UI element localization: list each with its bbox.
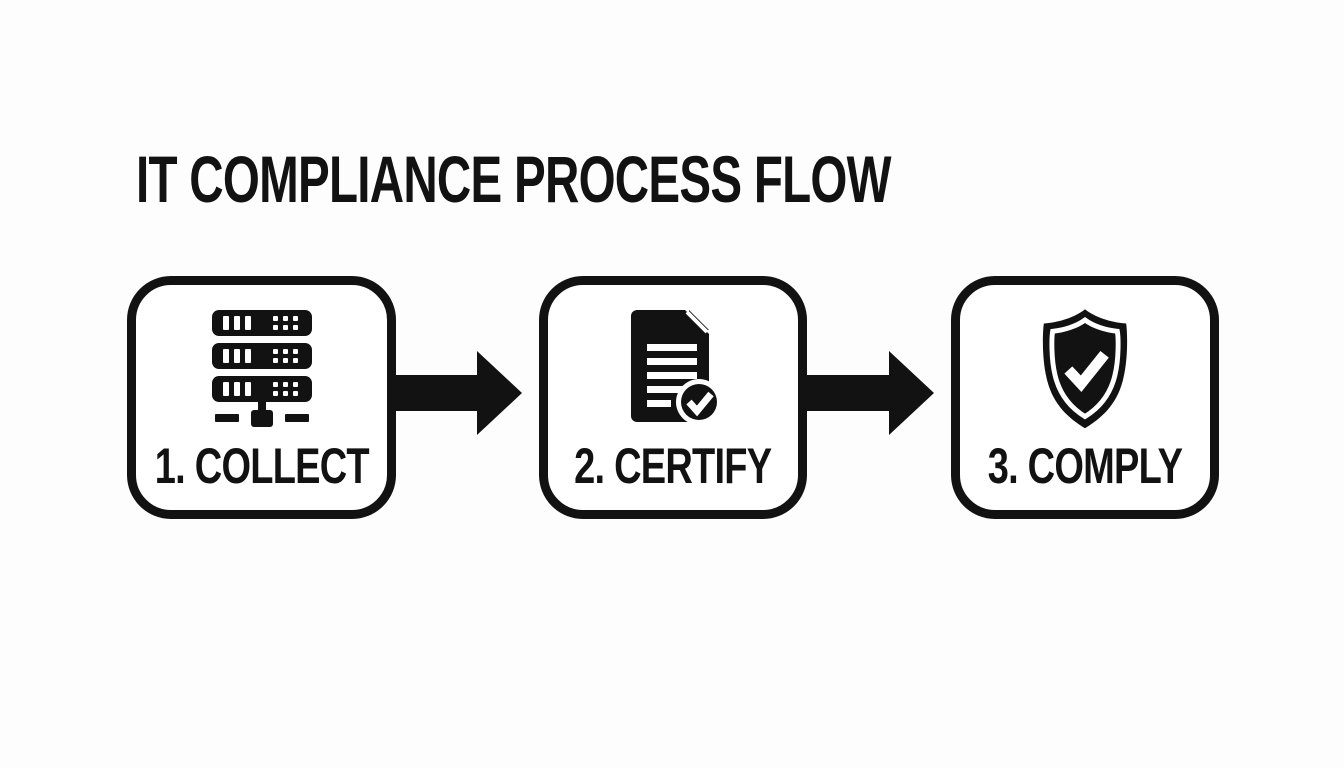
step-label-collect: 1. COLLECT: [154, 438, 369, 494]
arrow-right-icon: [394, 351, 522, 435]
step-box-certify: 2. CERTIFY: [539, 276, 807, 519]
step-box-comply: 3. COMPLY: [951, 276, 1219, 519]
step-box-collect: 1. COLLECT: [127, 276, 396, 519]
step-icon-slot: [1036, 309, 1134, 431]
step-label-certify: 2. CERTIFY: [574, 438, 772, 494]
document-check-icon: [631, 310, 722, 425]
step-icon-slot: [623, 309, 723, 431]
server-network-icon: [211, 310, 312, 427]
step-icon-slot: [209, 309, 315, 431]
step-label-comply: 3. COMPLY: [987, 438, 1183, 494]
diagram-title: IT COMPLIANCE PROCESS FLOW: [136, 142, 892, 216]
arrow-right-icon: [804, 351, 934, 435]
shield-check-icon: [1042, 309, 1128, 429]
